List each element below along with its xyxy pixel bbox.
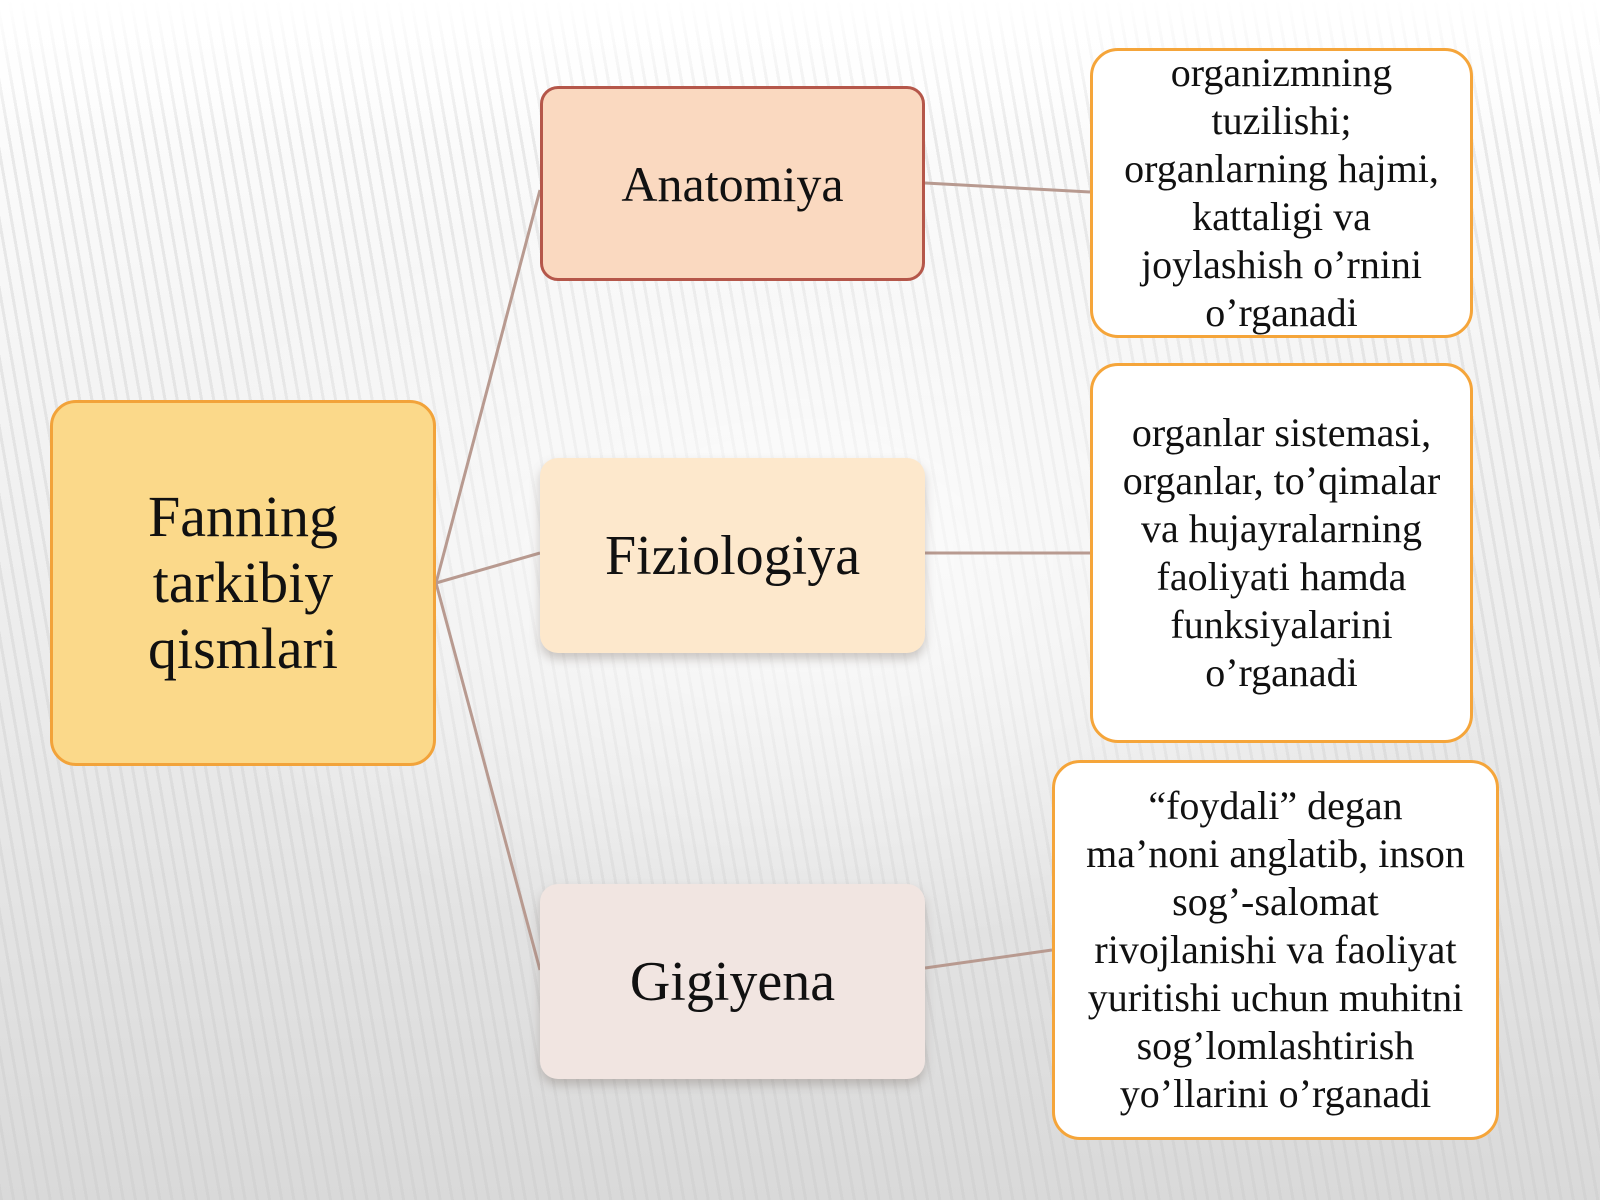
leaf-line: funksiyalarini: [1170, 602, 1393, 647]
leaf-line: organlar, to’qimalar: [1122, 458, 1441, 503]
root-line: Fanning: [147, 484, 339, 549]
branch-label: Gigiyena: [629, 950, 836, 1013]
leaf-line: o’rganadi: [1205, 290, 1358, 335]
branch-node-physiology: Fiziologiya: [540, 458, 925, 653]
leaf-line: organlar sistemasi,: [1131, 410, 1432, 455]
leaf-line: yo’llarini o’rganadi: [1119, 1071, 1432, 1116]
connector-root-anatomy: [434, 189, 542, 584]
leaf-line: organizmning: [1170, 50, 1393, 95]
leaf-line: joylashish o’rnini: [1140, 242, 1423, 287]
branch-node-hygiene: Gigiyena: [540, 884, 925, 1079]
leaf-line: organlarning hajmi,: [1124, 146, 1439, 191]
connector-hygiene-leaf: [924, 948, 1053, 970]
leaf-node-anatomy: organizmning tuzilishi; organlarning haj…: [1090, 48, 1473, 338]
leaf-line: “foydali” degan: [1148, 783, 1403, 828]
leaf-line: kattaligi va: [1192, 194, 1371, 239]
leaf-line: sog’lomlashtirish: [1136, 1023, 1415, 1068]
leaf-line: o’rganadi: [1205, 650, 1358, 695]
branch-label: Anatomiya: [621, 155, 844, 212]
connector-root-physiology: [435, 551, 541, 585]
leaf-line: tuzilishi;: [1211, 98, 1352, 143]
root-line: qismlari: [147, 616, 339, 681]
branch-node-anatomy: Anatomiya: [540, 86, 925, 281]
leaf-node-physiology: organlar sistemasi, organlar, to’qimalar…: [1090, 363, 1473, 743]
leaf-line: rivojlanishi va faoliyat: [1094, 927, 1457, 972]
leaf-line: faoliyati hamda: [1156, 554, 1407, 599]
leaf-line: yuritishi uchun muhitni: [1087, 975, 1464, 1020]
root-line: tarkibiy: [152, 550, 334, 615]
connector-root-hygiene: [434, 582, 542, 971]
leaf-line: ma’noni anglatib, inson: [1086, 831, 1465, 876]
leaf-line: va hujayralarning: [1140, 506, 1422, 551]
branch-label: Fiziologiya: [604, 524, 861, 587]
connector-anatomy-leaf: [924, 181, 1091, 194]
leaf-node-hygiene: “foydali” degan ma’noni anglatib, inson …: [1052, 760, 1499, 1140]
root-node: Fanning tarkibiy qismlari: [50, 400, 436, 766]
leaf-line: sog’-salomat: [1172, 879, 1379, 924]
